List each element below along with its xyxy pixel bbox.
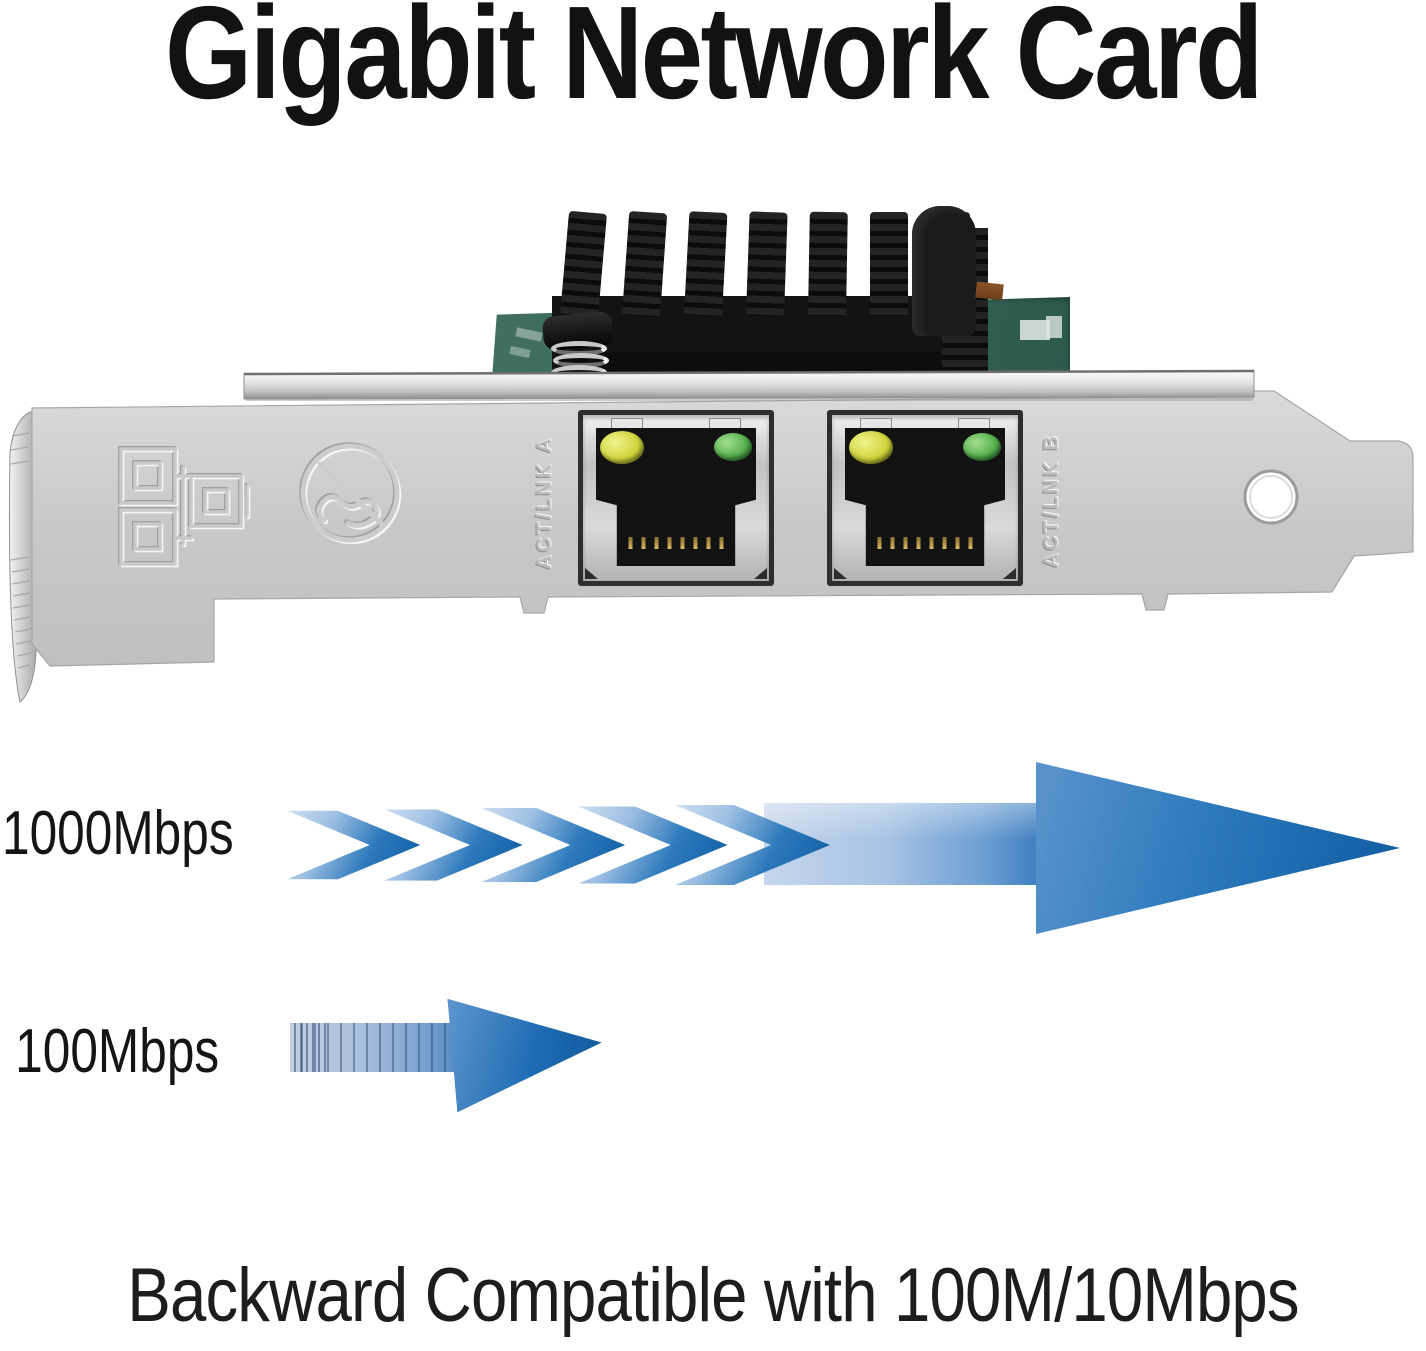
rj45-port-a <box>578 410 774 586</box>
fast-arrow-head <box>1036 762 1400 934</box>
knurl-texture <box>10 432 32 669</box>
slow-arrow-shaft <box>290 1023 466 1072</box>
pci-bracket <box>8 369 1414 703</box>
shield-tab <box>611 418 643 429</box>
bracket-top-rail <box>243 370 1255 400</box>
rj45-pin <box>719 537 724 549</box>
chevron <box>287 810 421 880</box>
rj45-pin <box>654 537 659 549</box>
bezel-mark <box>585 568 598 579</box>
rj45-pin <box>680 537 685 549</box>
rj45-pin <box>706 537 711 549</box>
slow-arrow-head <box>447 986 606 1113</box>
rj45-pin <box>693 537 698 549</box>
heatsink-fin <box>870 212 908 316</box>
shield-tab <box>860 418 892 429</box>
rail-edge <box>243 369 1255 376</box>
chevron-arrow <box>287 805 830 885</box>
footer-caption: Backward Compatible with 100M/10Mbps <box>127 1253 1299 1338</box>
link-led-green <box>963 433 1001 461</box>
rj45-pin <box>667 537 672 549</box>
pcb-silkscreen <box>1046 316 1062 338</box>
activity-led-yellow <box>849 431 893 464</box>
page-title: Gigabit Network Card <box>164 0 1264 126</box>
rj45-pin <box>641 537 646 549</box>
activity-led-yellow <box>600 431 644 464</box>
rj45-pin <box>890 537 895 549</box>
port-a-label: ACT/LNK A <box>533 435 556 570</box>
rail-shadow <box>246 396 1253 401</box>
speed-label-1000mbps: 1000Mbps <box>2 799 234 868</box>
rj45-pin <box>929 537 934 549</box>
rj45-port-b <box>827 410 1023 586</box>
bezel-mark <box>754 568 767 579</box>
shield-tab <box>958 418 990 429</box>
rj45-pin <box>628 537 633 549</box>
heatsink-base-lower <box>556 352 986 374</box>
rj45-pins <box>628 537 724 549</box>
shield-tab <box>709 418 741 429</box>
rj45-pin <box>955 537 960 549</box>
rj45-pin <box>942 537 947 549</box>
rj45-pins <box>877 537 973 549</box>
rj45-pin <box>903 537 908 549</box>
screw-hole <box>1243 469 1299 525</box>
heatsink-push-pin <box>912 206 976 336</box>
rj45-pin <box>916 537 921 549</box>
rj45-pin <box>968 537 973 549</box>
pcb-silkscreen <box>1020 320 1050 340</box>
rj45-pin <box>877 537 882 549</box>
screw-hole-rim <box>1249 475 1293 519</box>
link-led-green <box>714 433 752 461</box>
speed-label-100mbps: 100Mbps <box>15 1017 220 1086</box>
bezel-mark <box>1003 568 1016 579</box>
bezel-mark <box>834 568 847 579</box>
port-b-label: ACT/LNK B <box>1040 433 1063 568</box>
